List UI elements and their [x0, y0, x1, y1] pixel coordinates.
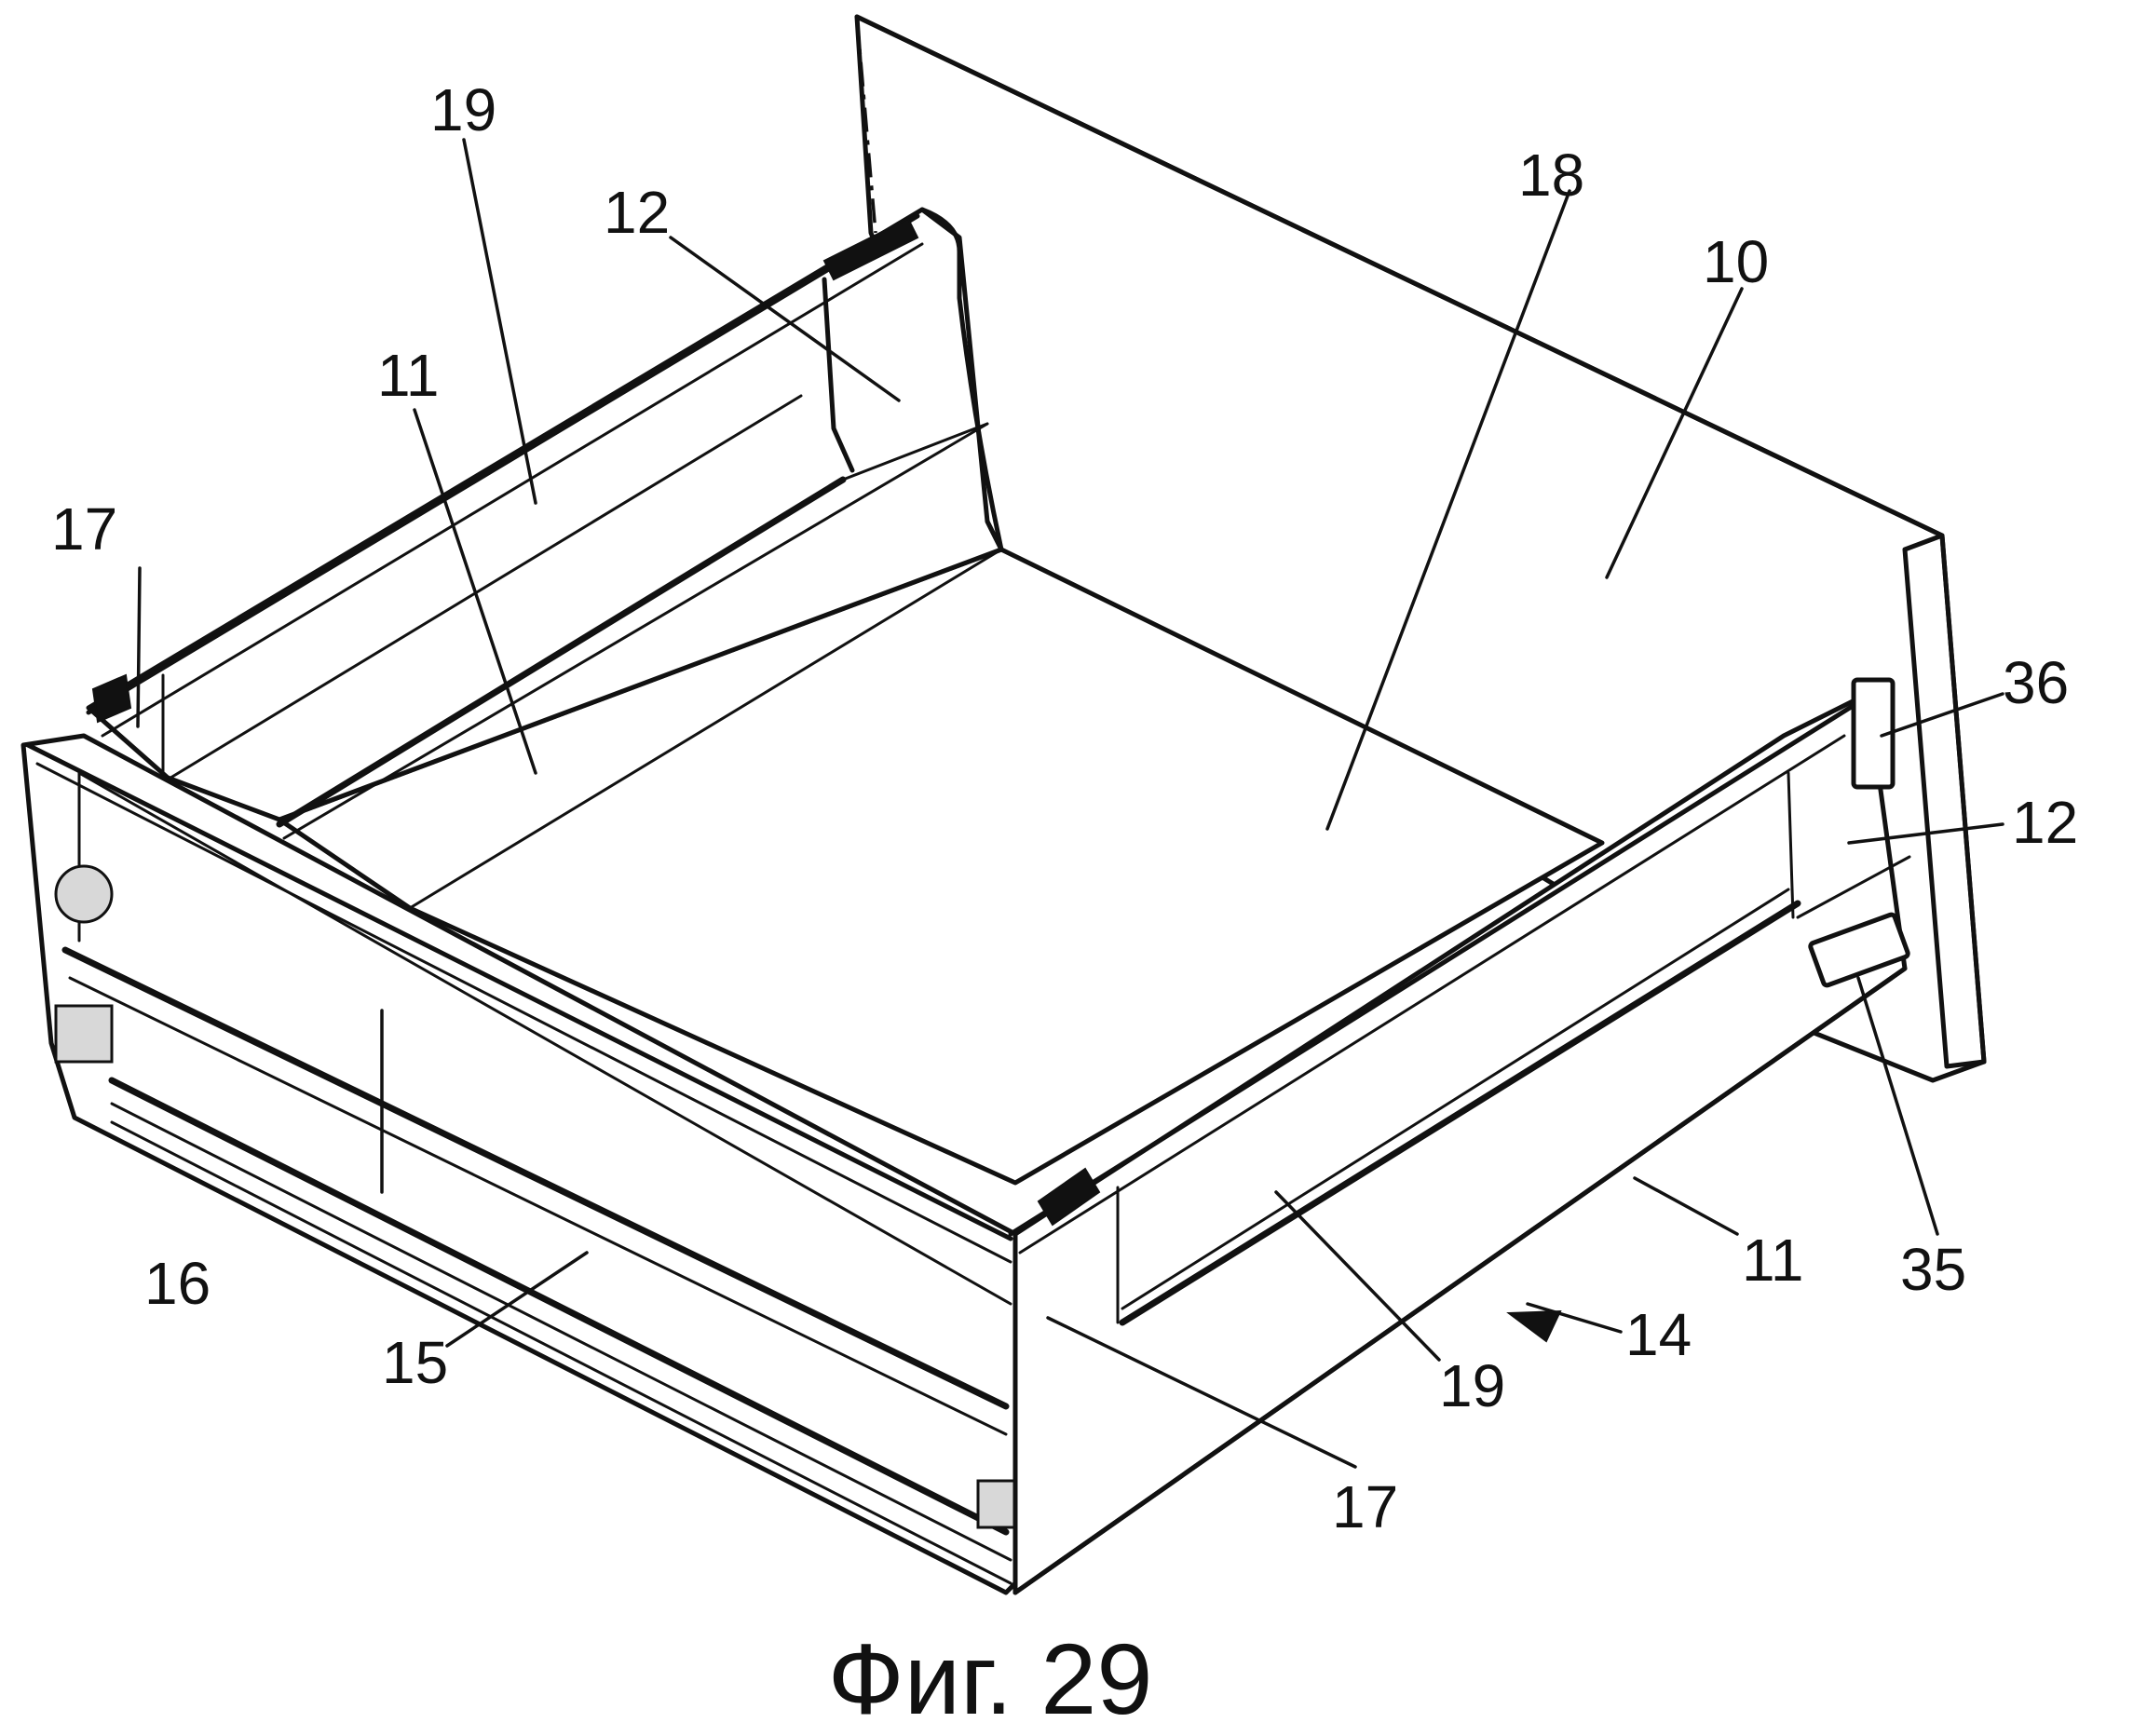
label-12-left: 12 — [604, 179, 670, 246]
front-panel — [20, 733, 1018, 1595]
label-12-right: 12 — [2012, 789, 2078, 856]
label-17-left: 17 — [51, 495, 117, 563]
label-18: 18 — [1518, 142, 1584, 209]
reference-numerals: 17 19 11 12 18 10 16 15 17 19 11 14 12 3… — [51, 76, 2078, 1540]
label-15: 15 — [382, 1329, 448, 1396]
label-36: 36 — [2003, 649, 2069, 716]
label-10: 10 — [1703, 228, 1769, 295]
label-11-left: 11 — [377, 342, 439, 409]
label-17-right: 17 — [1332, 1473, 1398, 1540]
figure-caption: Фиг. 29 — [828, 1622, 1153, 1735]
label-14: 14 — [1625, 1301, 1692, 1368]
label-11-right: 11 — [1742, 1227, 1803, 1294]
label-19-right: 19 — [1439, 1352, 1505, 1419]
right-side-wall — [1008, 677, 1911, 1595]
leader-lines — [136, 138, 2004, 1469]
label-19-left: 19 — [430, 76, 496, 143]
label-16: 16 — [144, 1250, 211, 1317]
label-35: 35 — [1900, 1236, 1966, 1303]
left-side-wall — [86, 207, 1004, 840]
